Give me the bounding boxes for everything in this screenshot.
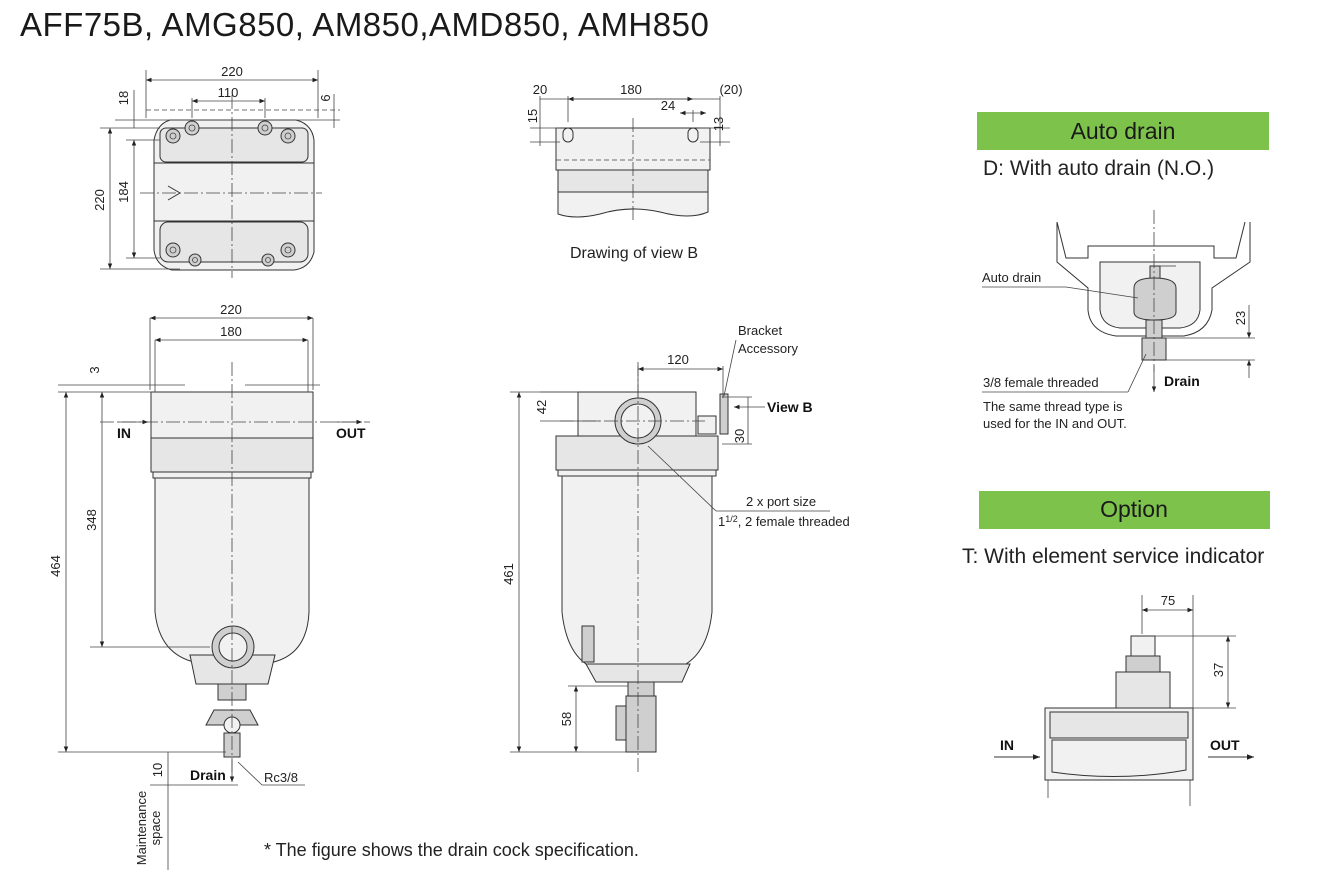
maintenance-label: Maintenance [134,791,149,865]
top-dim-18: 18 [116,91,131,105]
top-dim-width: 220 [221,64,243,79]
viewb-dim-15: 15 [525,109,540,123]
option-dim-75: 75 [1161,593,1175,608]
top-dim-184: 184 [116,181,131,203]
viewb-dim-24: 24 [661,98,675,113]
option-header-bar [979,491,1270,529]
front-drain-label: Drain [190,767,226,783]
top-view: 220 110 18 6 220 184 [92,64,340,278]
auto-drain-drain-label: Drain [1164,373,1200,389]
front-out-label: OUT [336,425,366,441]
side-dim-58: 58 [559,712,574,726]
bracket-accessory-label: Accessory [738,341,798,356]
auto-drain-note-1: The same thread type is [983,399,1123,414]
side-dim-461: 461 [501,563,516,585]
page-title: AFF75B, AMG850, AM850,AMD850, AMH850 [20,6,710,43]
auto-drain-thread-label: 3/8 female threaded [983,375,1099,390]
view-b-marker: View B [767,399,813,415]
front-port-label: Rc3/8 [264,770,298,785]
front-dim-220: 220 [220,302,242,317]
auto-drain-subtitle: D: With auto drain (N.O.) [983,157,1214,180]
top-dim-height: 220 [92,189,107,211]
bracket-label: Bracket [738,323,782,338]
option-header: Option [1100,496,1168,522]
side-dim-120: 120 [667,352,689,367]
port-thread-note: 11/2, 2 female threaded [718,514,850,529]
auto-drain-part-label: Auto drain [982,270,1041,285]
top-view-bolts [165,120,296,267]
front-in-label: IN [117,425,131,441]
view-b-drawing: 20 180 (20) 24 15 13 Drawing of view B [525,82,743,262]
front-dim-10: 10 [150,763,165,777]
option-in-label: IN [1000,737,1014,753]
auto-drain-header-bar [977,112,1269,150]
view-b-caption: Drawing of view B [570,245,698,262]
viewb-dim-20-ref: (20) [719,82,742,97]
port-size-note: 2 x port size [746,494,816,509]
front-dim-464: 464 [48,555,63,577]
front-dim-180: 180 [220,324,242,339]
side-dim-42: 42 [534,400,549,414]
top-dim-6: 6 [318,94,333,101]
side-dim-30: 30 [732,429,747,443]
viewb-dim-180: 180 [620,82,642,97]
viewb-dim-20: 20 [533,82,547,97]
top-dim-bolt-pitch: 110 [218,85,239,100]
option-dim-37: 37 [1211,663,1226,677]
front-view: 220 180 3 464 348 10 IN OUT Drain Rc3/8 … [48,302,370,870]
front-dim-3: 3 [87,366,102,373]
auto-drain-note-2: used for the IN and OUT. [983,416,1127,431]
auto-drain-header: Auto drain [1071,118,1176,144]
auto-drain-section: Auto drain D: With auto drain (N.O.) Aut… [977,112,1269,431]
option-out-label: OUT [1210,737,1240,753]
option-section: Option T: With element service indicator… [962,491,1270,806]
front-dim-348: 348 [84,509,99,531]
auto-drain-dim-23: 23 [1233,311,1248,325]
side-view: 120 42 30 461 58 Bracket Accessory View … [501,323,850,775]
viewb-dim-13: 13 [711,117,726,131]
maintenance-space-label: space [148,811,163,846]
option-subtitle: T: With element service indicator [962,545,1264,568]
footnote: * The figure shows the drain cock specif… [264,840,639,860]
